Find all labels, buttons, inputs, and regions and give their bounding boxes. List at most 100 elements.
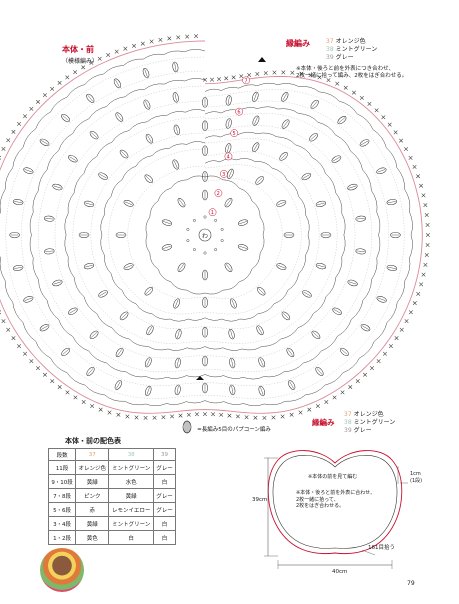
round-marker-number: 1 (211, 210, 214, 216)
assembly-edging-title: 縁編み (312, 418, 335, 427)
chain-arc (337, 319, 352, 337)
chain-arc (297, 313, 314, 329)
chain-arc (186, 400, 206, 404)
popcorn-stitch (255, 176, 264, 185)
single-crochet-x (97, 56, 102, 61)
chain-arc (106, 96, 126, 107)
popcorn-stitch (115, 232, 127, 238)
single-crochet-x (355, 379, 360, 384)
chain-arc (222, 347, 243, 351)
single-crochet-x (29, 359, 34, 364)
popcorn-stitch (386, 264, 398, 271)
color-row: 37 オレンジ色 (344, 411, 384, 418)
single-crochet-x (247, 73, 252, 78)
chain-arc (64, 234, 69, 257)
popcorn-stitch (52, 183, 63, 191)
popcorn-stitch (161, 244, 173, 251)
stitch-line (121, 312, 128, 319)
stitch-line (231, 359, 234, 367)
chain-arc (303, 350, 322, 364)
stitch-line (302, 174, 310, 179)
chain-arc (409, 234, 413, 259)
chain-arc (342, 358, 360, 374)
single-crochet-x (424, 213, 429, 218)
popcorn-stitch (145, 133, 154, 144)
popcorn-stitch (376, 296, 387, 303)
chain-arc (204, 111, 222, 115)
single-crochet-x (178, 413, 183, 418)
single-crochet-x (255, 71, 260, 76)
single-crochet-x (394, 336, 399, 341)
popcorn-stitch (83, 262, 95, 270)
popcorn-stitch (202, 97, 208, 108)
popcorn-stitch (256, 325, 264, 336)
popcorn-stitch (229, 357, 236, 369)
diagram-subtitle: （模様編み） (62, 58, 99, 65)
stitch-line (258, 288, 265, 295)
popcorn-stitch (202, 269, 208, 281)
popcorn-stitch (229, 384, 236, 396)
single-crochet-x (132, 43, 137, 48)
chain-arc (85, 385, 105, 396)
single-crochet-x (408, 310, 413, 315)
chain-arc (305, 385, 325, 396)
chain-arc (0, 258, 6, 281)
single-crochet-x (399, 138, 404, 143)
chain-arc (66, 84, 85, 98)
stitch-line (231, 385, 234, 394)
chain-arc (12, 302, 24, 323)
stitch-line (40, 140, 49, 145)
chain-arc (29, 234, 34, 258)
popcorn-stitch (320, 232, 332, 238)
stitch-line (121, 151, 128, 158)
popcorn-stitch (172, 61, 179, 73)
stitch-line (253, 143, 258, 151)
popcorn-stitch (9, 232, 20, 238)
round-marker (230, 129, 239, 137)
popcorn-stitch (52, 279, 63, 287)
chain-arc (376, 234, 381, 258)
chain-arc (313, 296, 327, 314)
stitch-line (282, 312, 289, 319)
single-crochet-x (106, 53, 111, 58)
single-crochet-x (340, 390, 345, 395)
popcorn-stitch (12, 199, 24, 206)
chain-arc (104, 254, 112, 274)
single-crochet-x (416, 174, 421, 179)
stitch-line (360, 140, 369, 146)
chain-arc (169, 143, 188, 149)
stitch-line (69, 156, 77, 161)
popcorn-stitch (202, 326, 208, 338)
chain-arc (29, 212, 34, 236)
chain-arc (104, 196, 112, 216)
chain-arc (38, 279, 48, 301)
single-crochet-x (107, 410, 112, 415)
table-header: 段数 37 38 39 (47, 448, 177, 461)
popcorn-stitch (113, 78, 122, 89)
stitch-line (14, 201, 23, 203)
chain-arc (163, 50, 185, 55)
single-crochet-x (299, 71, 304, 76)
chain-arc (341, 234, 346, 257)
popcorn-stitch (386, 199, 398, 206)
chain-arc (277, 83, 299, 87)
popcorn-stitch (202, 382, 208, 394)
single-crochet-x (217, 77, 222, 82)
popcorn-stitch (61, 347, 71, 357)
chain-arc (362, 279, 372, 301)
popcorn-stitch (86, 366, 95, 376)
chain-arc (305, 214, 310, 236)
stitch-line (45, 218, 54, 220)
single-crochet-x (290, 70, 295, 75)
chain-arc (83, 156, 97, 174)
stitch-line (277, 264, 286, 269)
popcorn-stitch (376, 167, 387, 175)
stitch-line (256, 177, 263, 184)
stitch-line (311, 101, 318, 108)
stitch-line (176, 359, 179, 367)
chain-arc (22, 322, 36, 342)
outer-outline (267, 450, 403, 555)
stitch-line (289, 381, 294, 389)
chain-arc (243, 376, 264, 380)
single-crochet-x (423, 262, 428, 267)
